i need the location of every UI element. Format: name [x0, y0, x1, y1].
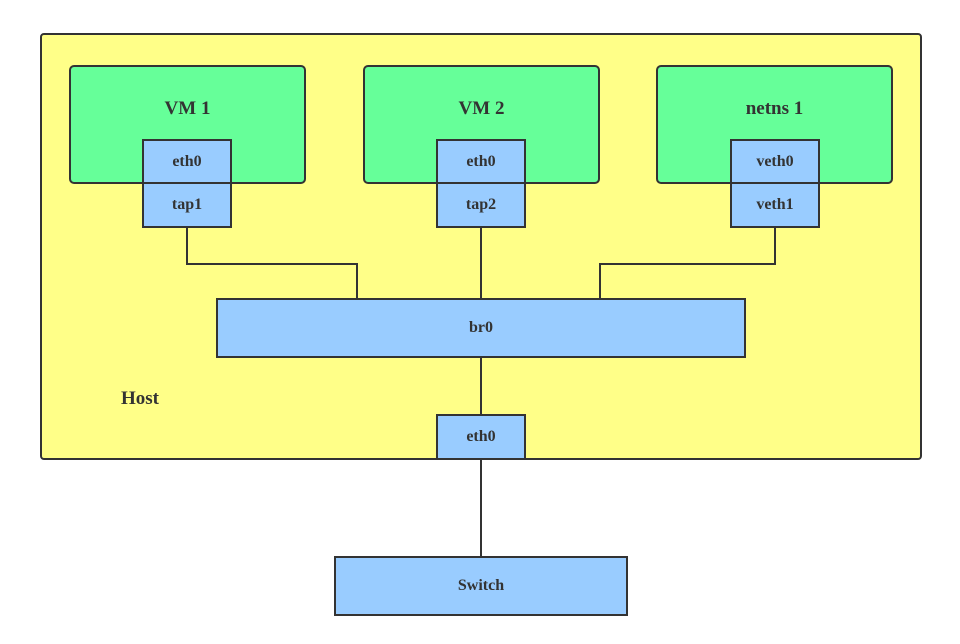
vm1-name: VM 1: [164, 98, 211, 119]
host-label: Host: [121, 388, 159, 409]
vm2-eth0-interface: eth0: [436, 139, 526, 184]
host-eth0-interface: eth0: [436, 414, 526, 460]
tap2-interface: tap2: [436, 182, 526, 228]
switch-box: Switch: [334, 556, 628, 616]
br0-bridge: br0: [216, 298, 746, 358]
tap1-interface: tap1: [142, 182, 232, 228]
vm2-name: VM 2: [458, 98, 505, 119]
vm1-eth0-interface: eth0: [142, 139, 232, 184]
netns1-name: netns 1: [745, 98, 804, 119]
veth1-interface: veth1: [730, 182, 820, 228]
veth0-interface: veth0: [730, 139, 820, 184]
